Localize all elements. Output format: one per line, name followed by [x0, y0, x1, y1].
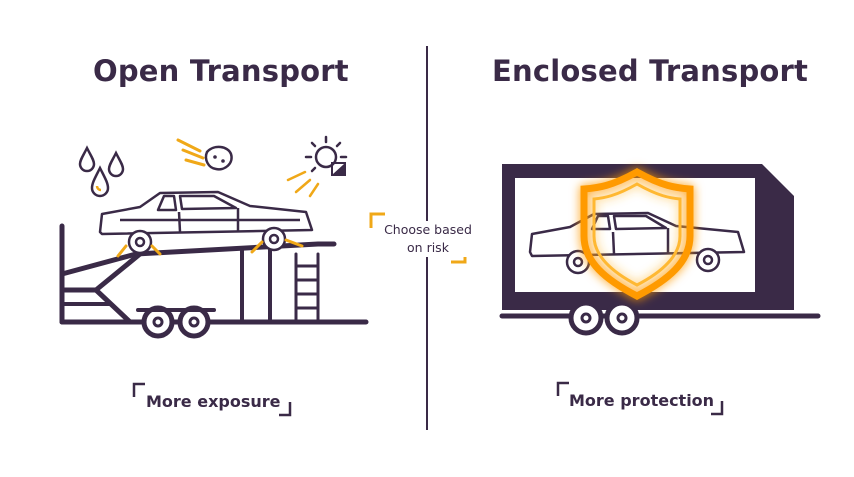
car-icon: [98, 190, 314, 255]
open-transport-caption: More exposure: [146, 392, 281, 411]
enclosed-transport-caption: More protection: [569, 391, 715, 410]
enclosed-transport-title: Enclosed Transport: [492, 54, 809, 88]
raindrops-icon: [78, 145, 125, 198]
meteor-icon: [176, 138, 233, 171]
shield-icon: [580, 167, 694, 300]
center-note-line2: on risk: [407, 240, 449, 255]
center-note-line1: Choose based: [384, 222, 472, 237]
open-carrier-truck-icon: [59, 223, 369, 339]
open-transport-title: Open Transport: [93, 54, 349, 88]
caption-brackets-left: [132, 382, 292, 417]
sun-icon: [286, 135, 348, 198]
caption-brackets-right: [556, 381, 724, 416]
center-note: Choose based on risk: [376, 221, 480, 257]
